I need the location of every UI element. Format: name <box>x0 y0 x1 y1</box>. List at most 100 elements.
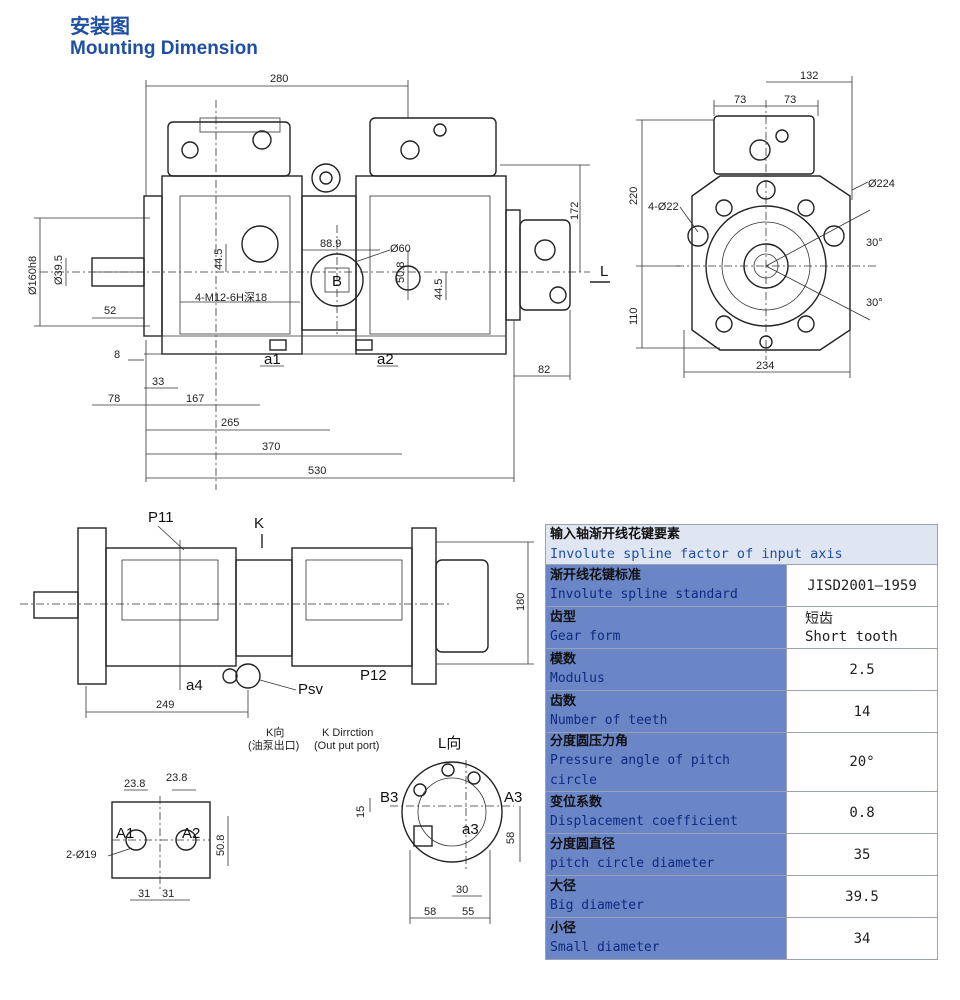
row-value: 14 <box>786 690 938 733</box>
dim-44-5-a: 44.5 <box>213 249 225 270</box>
angle-30-a: 30° <box>866 237 883 249</box>
dim-180: 180 <box>515 593 527 611</box>
row-value: JISD2001—1959 <box>786 564 938 607</box>
port-b3-label: B3 <box>380 789 398 806</box>
dim-23-8-a: 23.8 <box>124 778 145 790</box>
dim-234: 234 <box>756 360 774 372</box>
k-view: 23.8 23.8 2-Ø19 50.8 31 31 A1 A2 <box>66 772 229 901</box>
row-label-cn: 模数 <box>550 651 577 667</box>
dim-58-l-v: 58 <box>505 832 517 844</box>
dim-50-8-k: 50.8 <box>215 835 227 856</box>
row-value: 20° <box>786 732 938 792</box>
table-row: 渐开线花键标准 Involute spline standard JISD2001… <box>545 564 938 607</box>
dim-44-5-b: 44.5 <box>433 279 445 300</box>
row-value: 35 <box>786 833 938 876</box>
row-label-en: Number of teeth <box>550 712 668 728</box>
row-label-en: pitch circle diameter <box>550 855 715 871</box>
dim-15: 15 <box>355 806 367 818</box>
dim-265: 265 <box>221 417 239 429</box>
dim-31-a: 31 <box>138 888 150 900</box>
dim-172: 172 <box>569 202 581 220</box>
dim-dia-224: Ø224 <box>868 178 895 190</box>
row-label-en: Big diameter <box>550 897 644 913</box>
dim-167: 167 <box>186 393 204 405</box>
table-row: 变位系数 Displacement coefficient 0.8 <box>545 791 938 834</box>
spline-table-title-cn: 输入轴渐开线花键要素 <box>550 526 681 542</box>
bolt-holes-4-dia-22: 4-Ø22 <box>648 201 679 213</box>
row-label-en: Small diameter <box>550 939 660 955</box>
dim-132: 132 <box>800 70 818 82</box>
front-view: 280 172 88.9 Ø60 44.5 50.8 44.5 Ø160h8 Ø… <box>27 73 610 490</box>
dim-dia-39-5: Ø39.5 <box>53 255 65 285</box>
dim-23-8-b: 23.8 <box>166 772 187 784</box>
port-p12-label: P12 <box>360 667 387 684</box>
port-b-label: B <box>332 273 342 290</box>
port-a4-label: a4 <box>186 677 203 694</box>
side-view: 132 73 73 220 110 4-Ø22 Ø224 30° 30° 234 <box>628 70 895 378</box>
row-label-en: Pressure angle of pitch circle <box>550 753 731 788</box>
port-a2-label: a2 <box>377 351 394 368</box>
drawing-title-en: Mounting Dimension <box>70 38 258 59</box>
k-direction-en-note: (Out put port) <box>314 740 379 752</box>
row-label-cn: 分度圆直径 <box>550 836 616 852</box>
spline-table-header: 输入轴渐开线花键要素 Involute spline factor of inp… <box>545 524 938 565</box>
dim-73-b: 73 <box>784 94 796 106</box>
dim-88-9: 88.9 <box>320 238 341 250</box>
spline-table-title-en: Involute spline factor of input axis <box>550 545 843 562</box>
row-label-en: Modulus <box>550 670 605 686</box>
row-label-cn: 变位系数 <box>550 794 603 810</box>
row-label-en: Gear form <box>550 628 621 644</box>
dim-55-l: 55 <box>462 906 474 918</box>
row-value: 0.8 <box>786 791 938 834</box>
l-view: L向 15 B3 A3 a3 58 30 58 55 <box>355 735 522 924</box>
dim-73-a: 73 <box>734 94 746 106</box>
row-label-cn: 齿数 <box>550 693 577 709</box>
dim-50-8: 50.8 <box>395 262 407 283</box>
dim-370: 370 <box>262 441 280 453</box>
dim-530: 530 <box>308 465 326 477</box>
top-view: P11 K a4 Psv P12 249 180 K向 (油泵出口) K Dir… <box>20 509 534 752</box>
dim-220: 220 <box>628 187 640 205</box>
row-label-en: Displacement coefficient <box>550 813 738 829</box>
dim-58-l-h: 58 <box>424 906 436 918</box>
dim-110: 110 <box>628 307 640 325</box>
row-label-en: Involute spline standard <box>550 586 738 602</box>
row-value: 34 <box>786 917 938 960</box>
dim-78: 78 <box>108 393 120 405</box>
port-psv-label: Psv <box>298 681 324 698</box>
port-a1-label: a1 <box>264 351 281 368</box>
row-label-cn: 大径 <box>550 878 577 894</box>
port-a3-label: A3 <box>504 789 522 806</box>
dim-280: 280 <box>270 73 288 85</box>
k-direction-cn: K向 <box>266 725 284 739</box>
dim-31-b: 31 <box>162 888 174 900</box>
table-row: 小径 Small diameter 34 <box>545 917 938 960</box>
angle-30-b: 30° <box>866 297 883 309</box>
holes-2-dia-19: 2-Ø19 <box>66 849 97 861</box>
k-direction-en: K Dirrction <box>322 727 373 739</box>
spline-spec-table: 输入轴渐开线花键要素 Involute spline factor of inp… <box>545 524 938 960</box>
dim-33: 33 <box>152 376 164 388</box>
row-label-cn: 渐开线花键标准 <box>550 567 642 583</box>
drawing-title-cn: 安装图 <box>70 16 130 38</box>
dim-8: 8 <box>114 349 120 361</box>
dim-dia-60: Ø60 <box>390 243 411 255</box>
thread-spec: 4-M12-6H深18 <box>195 291 267 304</box>
row-label-cn: 小径 <box>550 920 577 936</box>
view-k-arrow-label: K <box>254 515 264 532</box>
port-a3-lower-label: a3 <box>462 821 479 838</box>
row-value: 39.5 <box>786 875 938 918</box>
k-direction-cn-note: (油泵出口) <box>248 738 299 752</box>
dim-30-l: 30 <box>456 884 468 896</box>
row-label-cn: 齿型 <box>550 609 577 625</box>
view-l-arrow-label: L <box>600 263 608 280</box>
dim-dia-160h8: Ø160h8 <box>27 256 39 295</box>
port-p11-label: P11 <box>148 509 174 526</box>
dim-82: 82 <box>538 364 550 376</box>
dim-249: 249 <box>156 699 174 711</box>
table-row: 大径 Big diameter 39.5 <box>545 875 938 918</box>
